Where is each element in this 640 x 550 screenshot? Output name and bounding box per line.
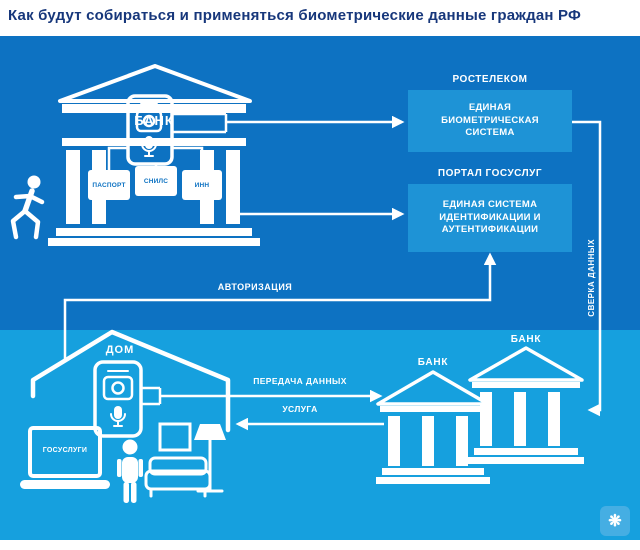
home-label: ДОМ xyxy=(105,344,135,356)
gosuslugi-portal-label: ПОРТАЛ ГОСУСЛУГ xyxy=(437,168,543,179)
snils-document: СНИЛС xyxy=(135,166,177,196)
esia-box-text: ЕДИНАЯ СИСТЕМА ИДЕНТИФИКАЦИИ И АУТЕНТИФИ… xyxy=(439,199,541,236)
header: Как будут собираться и применяться биоме… xyxy=(0,0,640,36)
ebs-box: ЕДИНАЯ БИОМЕТРИЧЕСКАЯ СИСТЕМА xyxy=(408,90,572,152)
watermark-logo: ❋ xyxy=(600,506,630,536)
data-check-label: СВЕРКА ДАННЫХ xyxy=(587,238,597,317)
bank-label: БАНК xyxy=(134,113,174,128)
bottom-section-background xyxy=(0,330,640,540)
page-title: Как будут собираться и применяться биоме… xyxy=(8,7,582,24)
bank2-label: БАНК xyxy=(510,334,542,345)
inn-document: ИНН xyxy=(182,170,222,200)
gosuslugi-laptop-label: ГОСУСЛУГИ xyxy=(42,447,88,454)
data-transfer-label: ПЕРЕДАЧА ДАННЫХ xyxy=(253,376,347,386)
bank1-label: БАНК xyxy=(417,357,449,368)
esia-box: ЕДИНАЯ СИСТЕМА ИДЕНТИФИКАЦИИ И АУТЕНТИФИ… xyxy=(408,184,572,252)
ebs-box-text: ЕДИНАЯ БИОМЕТРИЧЕСКАЯ СИСТЕМА xyxy=(441,102,539,139)
watermark-glyph-icon: ❋ xyxy=(608,513,622,530)
passport-document: ПАСПОРТ xyxy=(88,170,130,200)
rostelecom-label: РОСТЕЛЕКОМ xyxy=(452,74,528,85)
service-label: УСЛУГА xyxy=(282,404,318,414)
bottom-border xyxy=(0,540,640,550)
authorization-label: АВТОРИЗАЦИЯ xyxy=(217,282,293,292)
